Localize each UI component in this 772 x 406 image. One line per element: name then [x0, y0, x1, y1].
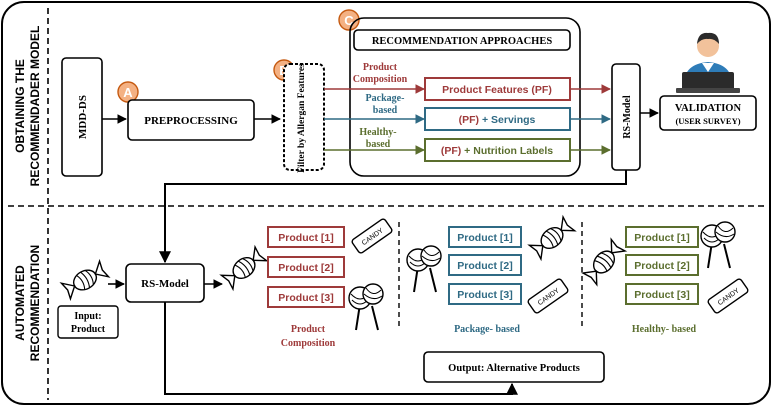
approaches-title: RECOMMENDATION APPROACHES	[372, 36, 553, 47]
bottom-section-label-line2: RECOMMENDATION	[28, 245, 42, 361]
group1-product-1-box	[267, 226, 345, 248]
filter-label-text: Filter by Allergan Features	[297, 63, 307, 173]
approach-box-package-text: (PF) + Servings	[459, 114, 536, 126]
group3-product-1: Product [1]	[634, 232, 689, 244]
group1-product-3: Product [3]	[278, 292, 333, 304]
group3-product-3: Product [3]	[634, 289, 689, 301]
group2-product-2-box	[448, 254, 522, 276]
filter-label: Filter by Allergan Features	[297, 63, 307, 173]
group2-label: Package- based	[454, 324, 520, 335]
connector-top-to-bottom	[159, 170, 627, 264]
output-label: Output: Alternative Products	[448, 363, 580, 374]
group1-product-3-box	[267, 286, 345, 308]
group2-product-3: Product [3]	[457, 289, 512, 301]
output-box	[423, 351, 605, 383]
user-laptop-icon	[676, 32, 740, 93]
validation-box	[659, 95, 757, 131]
approach-box-healthy-text: (PF) + Nutrition Labels	[441, 145, 553, 157]
preprocessing-box	[127, 99, 255, 141]
top-section-label-line2: RECOMMENDADER MODEL	[28, 26, 42, 187]
approach-box-composition-text: Product Features (PF)	[442, 84, 552, 96]
group1-label-line2: Composition	[281, 338, 336, 349]
preprocessing-label: PREPROCESSING	[144, 115, 238, 127]
badge-c	[338, 9, 360, 31]
group3-product-3-box	[625, 283, 699, 305]
input-label-line2: Product	[71, 324, 106, 335]
badge-a-label: A	[123, 85, 133, 100]
approach-label-package-1: Package-	[366, 93, 405, 104]
group2-product-3-box	[448, 283, 522, 305]
dataset-box	[61, 57, 103, 177]
group3-label: Healthy- based	[632, 324, 697, 335]
approaches-title-box	[353, 29, 571, 51]
input-label-line1: Input:	[74, 311, 101, 322]
approach-label-composition-2: Composition	[353, 74, 408, 85]
filter-box	[283, 63, 325, 171]
approach-label-composition-1: Product	[363, 62, 398, 73]
group2-product-1-box	[448, 226, 522, 248]
badge-c-label: C	[344, 13, 354, 28]
group1-product-2: Product [2]	[278, 262, 333, 274]
validation-label-line2: (USER SURVEY)	[675, 116, 740, 126]
input-box	[57, 305, 119, 339]
approach-label-healthy-2: based	[366, 139, 391, 150]
group1-label-line1: Product	[291, 324, 326, 335]
approach-box-healthy-pf: (PF)	[441, 145, 461, 157]
approach-box-package-pf: (PF)	[459, 114, 479, 126]
rs-model-top-label: RS-Model	[622, 95, 633, 139]
approach-box-package-rest: + Servings	[479, 114, 535, 126]
approaches-container	[349, 17, 581, 177]
validation-label-line1: VALIDATION	[675, 103, 742, 114]
connector-rs-to-output	[164, 302, 518, 395]
group3-product-2-box	[625, 254, 699, 276]
approach-label-package-2: based	[373, 105, 398, 116]
dataset-label: MDD-DS	[77, 95, 89, 139]
group1-product-1: Product [1]	[278, 232, 333, 244]
rs-model-bottom-label: RS-Model	[141, 278, 189, 290]
group1-product-2-box	[267, 256, 345, 278]
approach-box-healthy-rest: + Nutrition Labels	[461, 145, 553, 157]
approach-box-composition-pf: Product Features (PF)	[442, 84, 552, 96]
bottom-section-label-line1: AUTOMATED	[13, 265, 27, 341]
group3-product-2: Product [2]	[634, 260, 689, 272]
group3-product-1-box	[625, 226, 699, 248]
group2-product-2: Product [2]	[457, 260, 512, 272]
top-section-label-line1: OBTAINING THE	[13, 59, 27, 153]
approach-label-healthy-1: Healthy-	[359, 127, 396, 138]
group2-product-1: Product [1]	[457, 232, 512, 244]
